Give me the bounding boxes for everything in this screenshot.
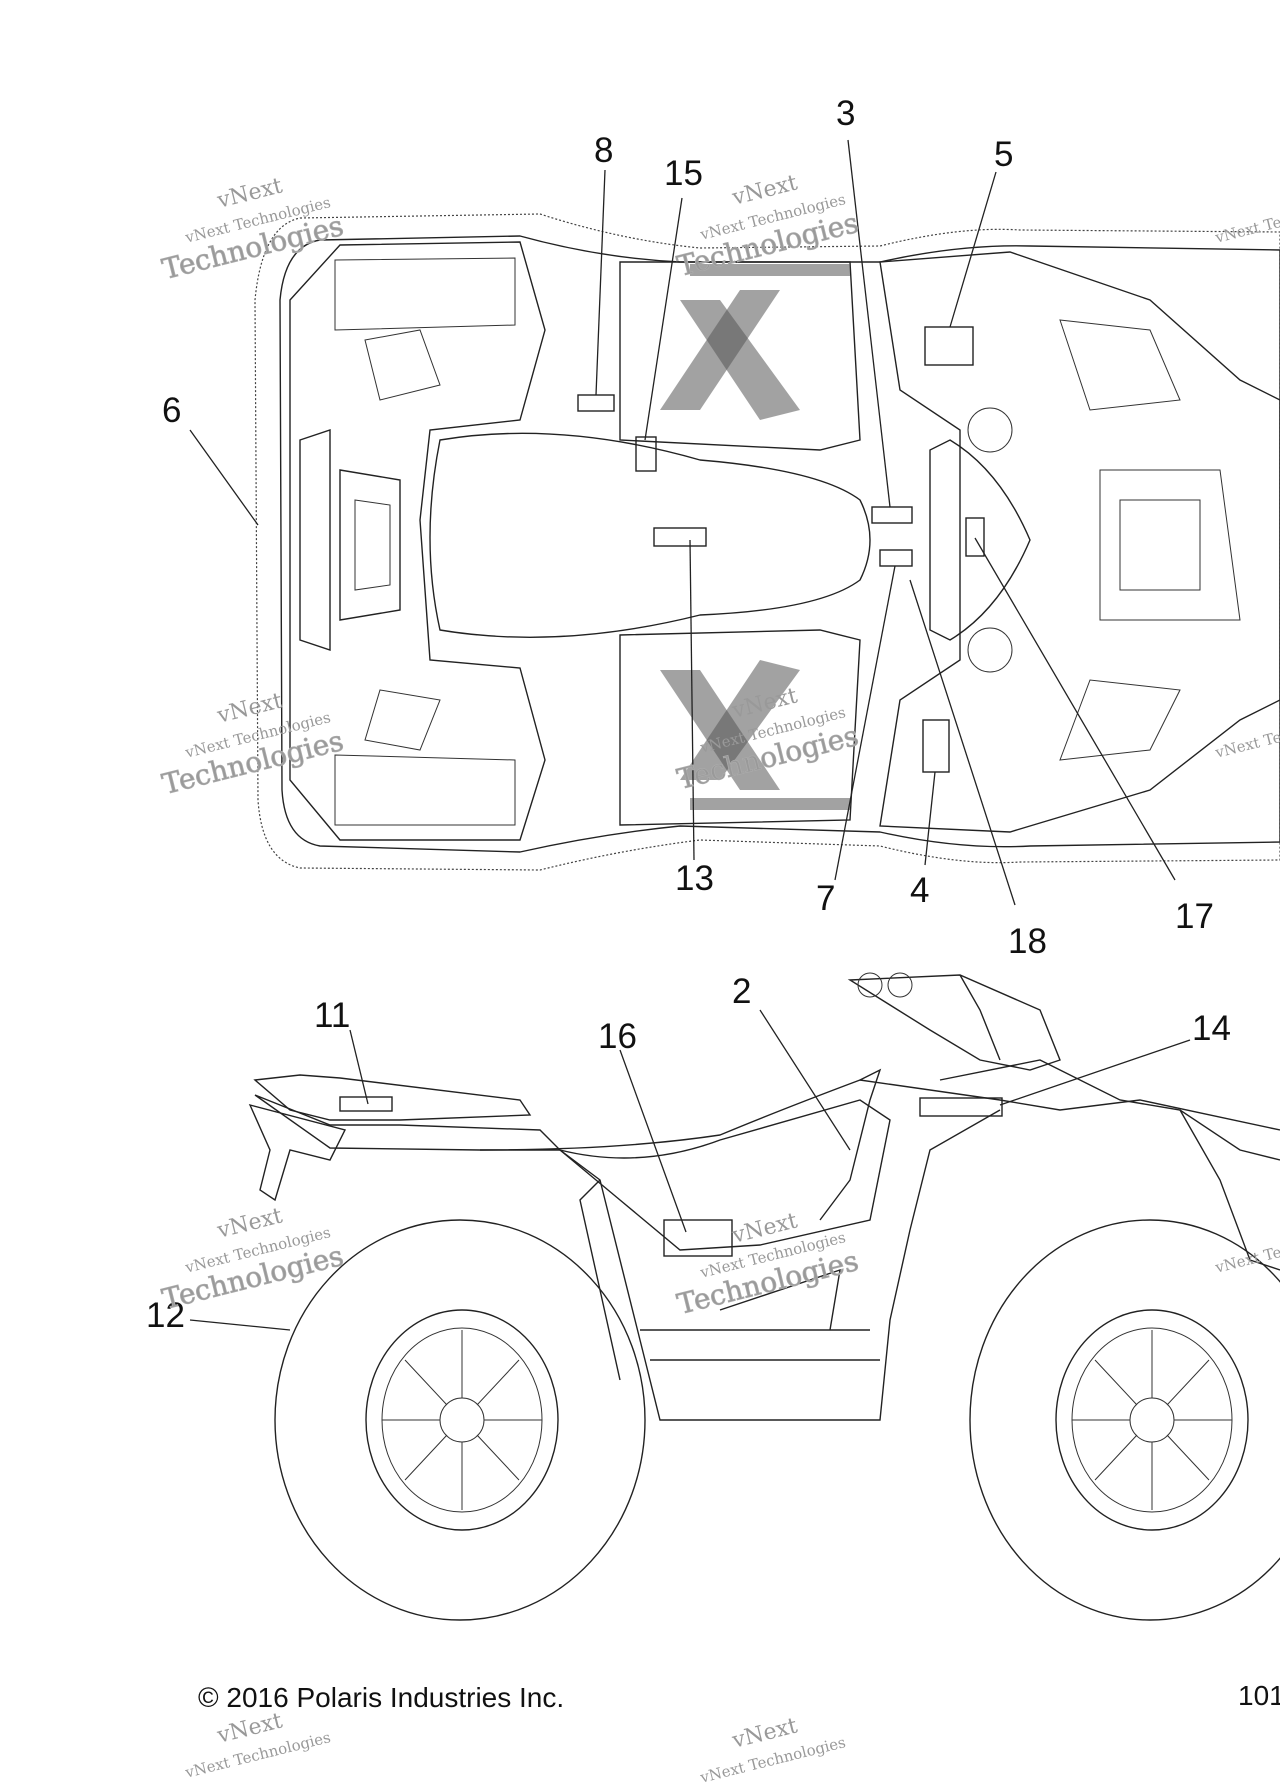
callout-8: 8 [594,131,613,170]
watermark: vNext vNext Technologies Technologies vN… [158,170,1280,1786]
watermark-stamp: vNext vNext Technologies Technologies [158,1203,347,1316]
watermark-stamp: vNext vNext Technologies [698,1713,848,1786]
callouts: 3 8 5 15 6 13 7 4 18 17 2 11 14 16 12 [146,94,1231,1335]
callout-3: 3 [836,94,855,133]
callout-6: 6 [162,391,181,430]
side-view-atv [248,972,1280,1621]
page-number: 101 [1238,1680,1280,1711]
callout-5: 5 [994,135,1013,174]
callout-11: 11 [314,996,350,1035]
watermark-stamp: vNext vNext Technologies Technologies [673,1208,862,1321]
copyright-notice: © 2016 Polaris Industries Inc. [198,1682,565,1713]
watermark-stamp: vNext vNext Technologies Technologies [158,688,347,801]
callout-17: 17 [1175,897,1214,936]
callout-14: 14 [1192,1009,1231,1048]
watermark-stamp: vNext Technologies [1213,1223,1280,1277]
callout-16: 16 [598,1017,637,1056]
callout-15: 15 [664,154,703,193]
callout-7: 7 [816,879,835,918]
watermark-stamp: vNext vNext Technologies Technologies [158,173,347,286]
callout-13: 13 [675,859,714,898]
callout-4: 4 [910,871,929,910]
watermark-stamp: vNext Technologies [1213,193,1280,247]
callout-2: 2 [732,972,751,1011]
callout-18: 18 [1008,922,1047,961]
callout-12: 12 [146,1296,185,1335]
leader-lines [189,139,1191,1331]
svg-text:vNext Technologies: vNext Technologies [1213,193,1280,247]
top-view-atv [254,213,1280,871]
svg-text:vNext Technologies: vNext Technologies [1213,1223,1280,1277]
